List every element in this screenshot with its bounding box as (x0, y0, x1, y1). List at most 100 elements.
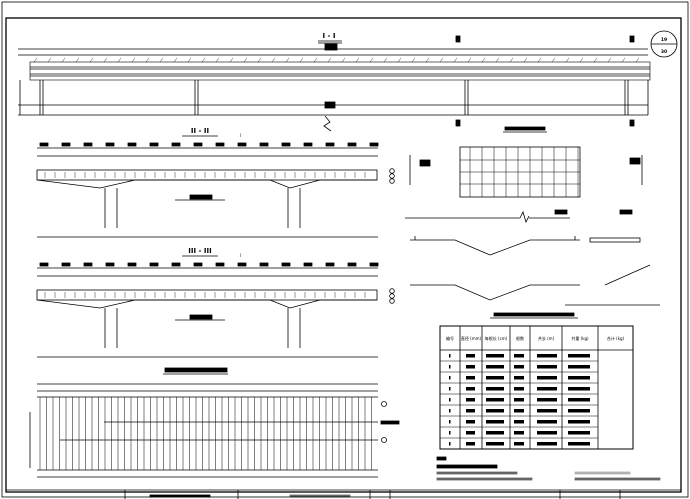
rebar-callout (389, 293, 395, 299)
section-2-title: II - II (191, 127, 209, 135)
dimension-label (61, 262, 71, 267)
dimension-label (189, 314, 213, 320)
table-header-5: 共重 (kg) (571, 335, 589, 341)
table-cell-value (486, 420, 504, 424)
rebar-tick (453, 57, 458, 63)
rebar-tick (341, 57, 346, 63)
dimension-label (369, 142, 379, 147)
table-cell-value (568, 387, 590, 391)
rebar-tick (187, 57, 192, 63)
table-cell-id (449, 442, 451, 446)
sheet-number: 19 (661, 37, 667, 43)
dimension-label (259, 262, 269, 267)
rebar-tick (607, 57, 612, 63)
table-cell-value (568, 365, 590, 369)
dimension-label (171, 142, 181, 147)
rebar-tick (61, 57, 66, 63)
rebar-tick (313, 57, 318, 63)
table-cell-value (514, 420, 524, 424)
dimension-label (193, 262, 203, 267)
section-2-view: II - II I (36, 127, 395, 238)
rebar-tick (593, 57, 598, 63)
rebar-tick (565, 57, 570, 63)
table-cell-value (466, 365, 475, 369)
rebar-tick (243, 57, 248, 63)
dimension-label (303, 262, 313, 267)
slab-soffit (36, 299, 377, 309)
table-cell-value (466, 420, 475, 424)
dimension-label (171, 262, 181, 267)
dimension-label (303, 142, 313, 147)
sheet-number-badge: 19 30 (650, 30, 678, 58)
rebar-tick (383, 57, 388, 63)
table-header-1: 直径 (mm) (461, 335, 482, 341)
table-cell-value (537, 431, 557, 435)
dimension-label (347, 262, 357, 267)
dimension-label (347, 142, 357, 147)
deck-slab (36, 169, 378, 181)
dimension-label (237, 262, 247, 267)
table-cell-value (537, 420, 557, 424)
table-cell-value (486, 354, 504, 358)
table-cell-value (514, 365, 524, 369)
table-cell-value (514, 398, 524, 402)
dimension-label (149, 142, 159, 147)
rebar-tick (131, 57, 136, 63)
rebar-callout (389, 288, 395, 294)
table-cell-value (514, 376, 524, 380)
table-header-6: 合计 (kg) (607, 335, 625, 341)
dimension-label (83, 262, 93, 267)
table-cell-id (449, 420, 451, 424)
table-cell-value (466, 354, 475, 358)
table-cell-id (449, 409, 451, 413)
table-cell-value (486, 398, 504, 402)
detail-views (405, 126, 660, 306)
table-cell-value (568, 398, 590, 402)
elevation-title: I - I (323, 32, 336, 40)
table-cell-value (466, 442, 475, 446)
rebar-tick (159, 57, 164, 63)
rebar-tick (327, 57, 332, 63)
dimension-label (259, 142, 269, 147)
dimension-label (215, 262, 225, 267)
table-cell-value (537, 354, 557, 358)
rebar-tick (439, 57, 444, 63)
plan-view (29, 367, 400, 478)
cut-mark-label: I (240, 133, 241, 138)
table-cell-value (466, 376, 475, 380)
rebar-tick (285, 57, 290, 63)
rebar-tick (621, 57, 626, 63)
table-cell-value (466, 431, 475, 435)
rebar-tick (271, 57, 276, 63)
rebar-quantity-table: 编号直径 (mm)每根长 (cm)根数共长 (m)共重 (kg)合计 (kg) (439, 312, 634, 450)
notes (436, 456, 661, 481)
table-cell-value (486, 431, 504, 435)
dimension-label (369, 262, 379, 267)
rebar-tick (355, 57, 360, 63)
table-cell-value (486, 387, 504, 391)
cut-mark-label-2: I (240, 253, 241, 258)
rebar-tick (579, 57, 584, 63)
rebar-tick (173, 57, 178, 63)
rebar-tick (467, 57, 472, 63)
rebar-tick (299, 57, 304, 63)
rebar-tick (369, 57, 374, 63)
table-cell-value (486, 365, 504, 369)
rebar-tick (145, 57, 150, 63)
table-cell-id (449, 398, 451, 402)
table-cell-id (449, 376, 451, 380)
table-cell-value (568, 431, 590, 435)
table-cell-value (514, 387, 524, 391)
rebar-tick (495, 57, 500, 63)
table-cell-value (466, 398, 475, 402)
table-cell-value (537, 442, 557, 446)
dimension-label (39, 262, 49, 267)
table-header-3: 根数 (516, 335, 524, 341)
table-cell-value (514, 442, 524, 446)
table-cell-id (449, 365, 451, 369)
table-cell-value (514, 431, 524, 435)
dimension-label (83, 142, 93, 147)
table-cell-value (568, 420, 590, 424)
table-cell-value (514, 354, 524, 358)
